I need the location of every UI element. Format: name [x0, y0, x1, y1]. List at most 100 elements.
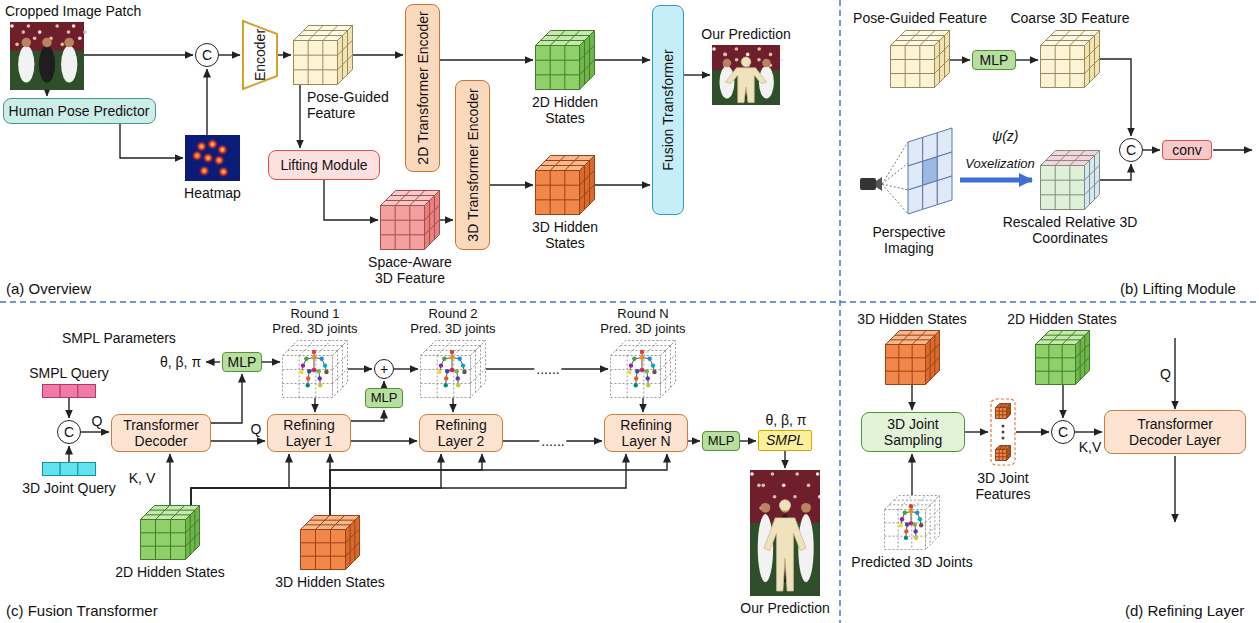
skeleton-joint — [646, 376, 650, 380]
grid-line — [1085, 45, 1100, 60]
grid-line — [395, 191, 410, 206]
cube-face — [891, 46, 935, 88]
grid-line — [171, 506, 185, 520]
crowd-dot — [72, 24, 76, 28]
grid-line — [665, 351, 666, 393]
skeleton-joint — [913, 529, 917, 533]
query-tokens: 3D Joint Query — [42, 462, 96, 476]
view-ray — [882, 184, 908, 214]
cube-face — [996, 450, 1007, 461]
cube-shape — [141, 506, 200, 560]
query-cell — [78, 385, 96, 398]
edge-label: Q — [90, 413, 105, 429]
grid-line — [434, 196, 435, 240]
grid-line — [1041, 59, 1085, 60]
heat-blob — [202, 152, 214, 164]
player-head — [761, 503, 771, 513]
grid-line — [330, 530, 331, 570]
grid-line — [350, 525, 351, 565]
grid-line — [1076, 344, 1090, 358]
grid-line — [661, 355, 676, 370]
grid-line — [354, 520, 355, 560]
node-text: conv — [1172, 142, 1202, 158]
decoder-box: Transformer Decoder — [111, 414, 211, 452]
node-label: Pred. 3D joints — [393, 322, 513, 337]
connector — [219, 54, 240, 55]
grid-line — [565, 156, 580, 171]
connector — [46, 90, 47, 96]
skeleton-joint — [324, 370, 328, 374]
encoder-trapezoid: Encoder — [242, 20, 278, 90]
node-text: MLP — [708, 434, 735, 449]
crowd-dot — [795, 472, 799, 476]
grid-line — [338, 40, 353, 55]
connector — [262, 361, 280, 362]
skeleton-joint — [647, 357, 651, 361]
crowd — [712, 45, 780, 70]
skel-graphic — [420, 340, 486, 398]
grid-line — [997, 406, 1008, 407]
crowd-dot — [38, 30, 42, 34]
skeleton-joint — [437, 370, 441, 374]
grid-line — [141, 532, 186, 533]
grid-line — [911, 510, 912, 550]
grid-line — [564, 171, 565, 215]
mesh-body — [726, 68, 767, 103]
refining-box: Refining Layer 2 — [419, 414, 503, 452]
connector — [1100, 164, 1131, 180]
skeleton-joint — [307, 369, 311, 373]
ellipsis-dot — [1002, 425, 1005, 428]
grid-line — [627, 356, 628, 398]
grid-line — [930, 340, 931, 380]
crowd-dot — [78, 36, 82, 40]
cube-face — [1085, 31, 1100, 88]
node-text: C — [1058, 424, 1068, 440]
panel-caption: (a) Overview — [6, 280, 91, 297]
crowd-dot — [33, 36, 37, 40]
connector — [1062, 385, 1063, 418]
grid-line — [1007, 407, 1011, 411]
connector — [950, 59, 970, 60]
grid-line — [1002, 450, 1003, 461]
mesh-body — [764, 518, 806, 591]
grid-line — [1070, 31, 1085, 46]
grid-line — [342, 36, 343, 80]
encoder-shape — [243, 21, 277, 89]
cube-shape — [1041, 151, 1100, 210]
connector — [965, 431, 988, 432]
edge-label: ...... — [539, 433, 566, 449]
grid-line — [891, 59, 935, 60]
mesh-head — [741, 57, 751, 67]
cube-graphic — [380, 190, 440, 250]
grid-line — [294, 55, 338, 56]
cube-shape — [301, 516, 360, 570]
grid-line — [919, 46, 920, 88]
skeleton-joint — [635, 369, 639, 373]
node-text: Refining Layer N — [609, 417, 683, 449]
skeleton-joint — [627, 370, 631, 374]
grid-line — [1076, 357, 1090, 371]
cube-face — [996, 408, 1007, 419]
crowd-dot — [22, 30, 26, 34]
grid-line — [431, 345, 481, 346]
camera-body — [860, 178, 876, 190]
crowd-dot — [807, 484, 811, 488]
grid-line — [541, 165, 585, 166]
transformer-box: Fusion Transformer — [652, 5, 684, 215]
conv-box: conv — [1162, 140, 1212, 160]
grid-line — [333, 355, 348, 370]
concat-node: C — [57, 420, 81, 444]
skeleton-joint — [640, 355, 644, 359]
node-label: θ, β, π — [746, 412, 826, 428]
node-text: + — [380, 362, 388, 376]
grid-line — [584, 166, 585, 210]
connector — [353, 54, 403, 55]
grid-line — [186, 532, 200, 546]
node-text: Fusion Transformer — [660, 49, 676, 170]
grid-line — [1009, 405, 1010, 416]
node-text: 2D Transformer Encoder — [414, 11, 430, 164]
cube-shape — [294, 26, 353, 85]
grid-line — [899, 331, 913, 345]
grid-line — [1046, 160, 1090, 161]
